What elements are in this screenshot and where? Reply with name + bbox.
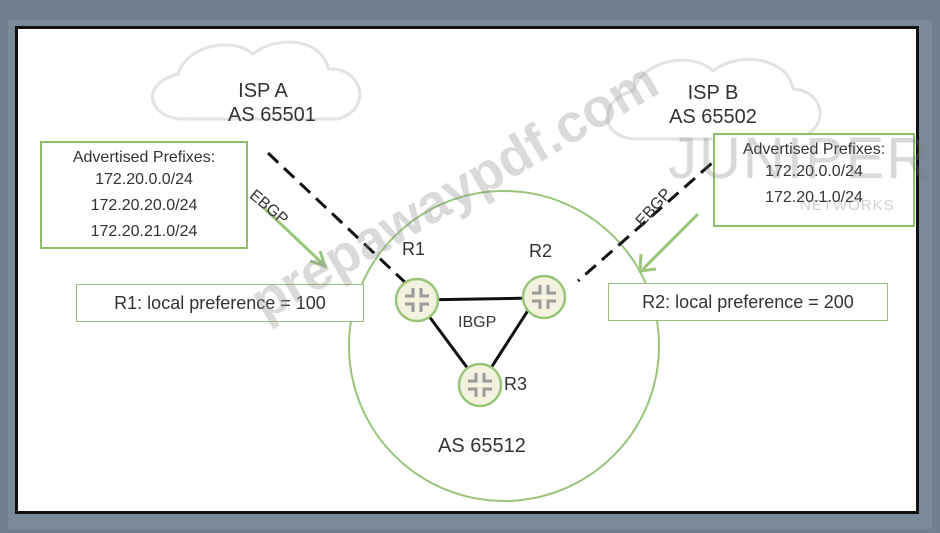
isp-b-name: ISP B: [687, 82, 739, 104]
prefix-box-b-title: Advertised Prefixes:: [742, 141, 886, 158]
prefix-a-2: 172.20.20.0/24: [90, 197, 198, 214]
isp-a-label: ISP A AS 65501: [228, 79, 316, 127]
watermark-brand-sub: NETWORKS: [800, 197, 895, 214]
watermark-brand: JUNIPER: [668, 126, 931, 191]
local-pref-r2: R2: local preference = 200: [608, 283, 888, 321]
arrow-ebgp-b-icon: [638, 212, 700, 273]
prefix-b-2: 172.20.1.0/24: [765, 189, 863, 206]
router-r1-icon: [394, 277, 440, 323]
ibgp-label: IBGP: [458, 314, 497, 331]
isp-a-name: ISP A: [238, 80, 288, 102]
isp-b-label: ISP B AS 65502: [668, 81, 758, 129]
isp-b-as: AS 65502: [669, 106, 757, 128]
prefix-a-3: 172.20.21.0/24: [90, 223, 198, 240]
local-pref-r1: R1: local preference = 100: [76, 284, 364, 322]
prefix-a-1: 172.20.0.0/24: [95, 171, 193, 188]
local-as-label: AS 65512: [438, 435, 526, 457]
router-r1-label: R1: [402, 239, 426, 259]
cloud-isp-a-icon: [151, 40, 362, 121]
diagram-canvas: ISP A AS 65501 ISP B AS 65502 Advertised…: [15, 26, 928, 514]
isp-a-as: AS 65501: [228, 104, 316, 126]
as-65512-circle: [348, 190, 660, 502]
router-r2-label: R2: [529, 241, 553, 261]
advertised-prefixes-box-b: Advertised Prefixes: 172.20.0.0/24 172.2…: [713, 133, 915, 227]
advertised-prefixes-box-a: Advertised Prefixes: 172.20.0.0/24 172.2…: [40, 141, 248, 249]
prefix-box-a-title: Advertised Prefixes:: [72, 149, 216, 166]
ebgp-link-isp-b: [577, 147, 729, 283]
arrow-ebgp-a-icon: [261, 205, 328, 269]
router-r2-icon: [521, 274, 567, 320]
ebgp-link-isp-a: [266, 151, 412, 289]
router-r3-label: R3: [504, 374, 528, 394]
diagram-graphics: [151, 40, 822, 502]
prefix-b-1: 172.20.0.0/24: [765, 163, 863, 180]
cloud-isp-b-icon: [605, 57, 822, 141]
router-r3-icon: [457, 362, 503, 408]
